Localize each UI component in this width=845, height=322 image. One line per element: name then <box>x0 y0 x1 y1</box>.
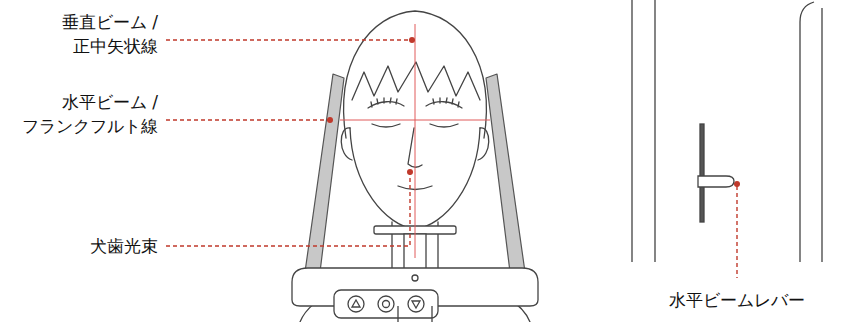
up-button <box>348 296 364 312</box>
ear-rod <box>305 74 344 272</box>
ear-rod <box>486 74 525 272</box>
leader-dot <box>734 181 740 187</box>
column-edge <box>632 0 655 262</box>
light-button <box>378 296 394 312</box>
leader-line <box>166 39 412 40</box>
leader-line <box>166 174 410 246</box>
horizontal-beam-lever <box>698 176 734 187</box>
up-arrow <box>352 300 360 307</box>
column-edge <box>800 2 822 262</box>
down-button <box>408 296 424 312</box>
lever-slot <box>700 124 704 222</box>
vertical-beam <box>415 24 416 258</box>
callout-label: 垂直ビーム / 正中矢状線 <box>8 10 158 58</box>
leader-dot <box>409 37 415 43</box>
leader-line <box>166 119 330 120</box>
light-symbol <box>383 301 390 308</box>
down-arrow <box>412 301 420 308</box>
leader-dot <box>327 117 333 123</box>
leader-dot <box>407 169 413 175</box>
callout-label: 水平ビーム / フランクフルト線 <box>8 90 158 138</box>
leader-line <box>736 186 737 278</box>
indicator <box>412 275 418 281</box>
horizontal-beam <box>340 120 490 121</box>
button-panel <box>334 290 438 318</box>
hair-bangs <box>352 62 480 100</box>
stand <box>398 306 432 322</box>
callout-label: 犬歯光束 <box>8 234 158 258</box>
callout-label: 水平ビームレバー <box>637 288 837 312</box>
